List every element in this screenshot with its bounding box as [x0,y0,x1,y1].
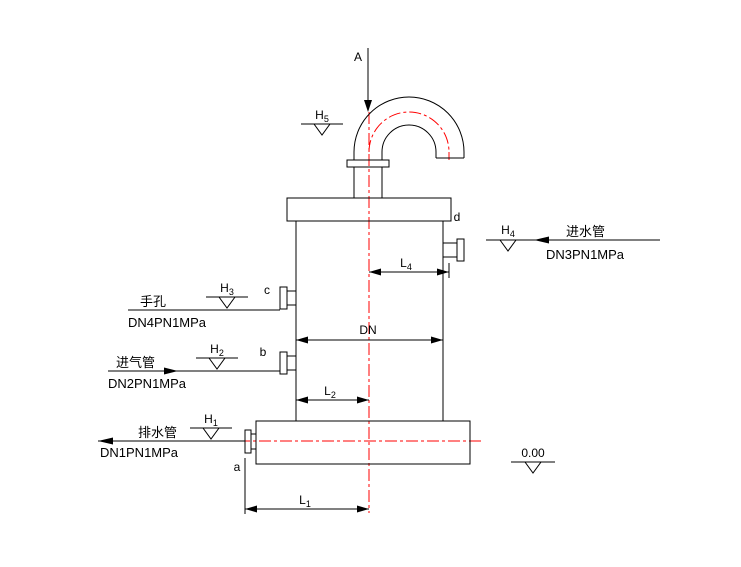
nozzle-b-flange [279,351,288,375]
dimension-arrow-icon [357,396,369,404]
nozzle-a-tag: a [234,460,241,474]
nozzle-c-flange [279,286,288,310]
flow-arrow-label: A [354,50,362,64]
nozzle-b-tag: b [260,345,267,359]
flow-arrow-a: A [354,48,372,112]
nozzle-b: b [260,345,296,375]
gooseneck-centerline-arc [368,111,450,153]
neck-flange [346,159,390,168]
dimension-dn: DN [296,323,443,344]
drain-name: 排水管 [138,425,177,440]
handhole-spec: DN4PN1MPa [128,315,207,330]
flow-arrowhead-icon [364,100,372,112]
tank-base [255,420,471,465]
level-h3-label: H3 [220,281,234,297]
riser-neck [346,159,390,198]
level-mark-h5: H5 [301,108,343,136]
level-mark-h4: H4 [499,223,517,252]
nozzles: d c b a [234,210,465,474]
connection-inlet-water: 进水管 DN3PN1MPa [486,224,660,262]
level-triangle-icon [202,427,220,440]
air-inlet-spec: DN2PN1MPa [108,376,187,391]
dimension-arrow-icon [245,505,257,513]
level-triangle-icon [524,461,542,474]
level-h2-label: H2 [210,342,224,358]
gooseneck-pipe [353,96,465,160]
level-triangle-icon [218,296,236,309]
ground-level-label: 0.00 [521,446,545,460]
level-mark-h1: H1 [190,412,232,440]
tank-shell [295,221,444,421]
dimension-l1: L1 [244,458,369,514]
connection-leaders: 进水管 DN3PN1MPa 手孔 DN4PN1MPa 进气管 DN2PN1MPa… [98,224,660,460]
dimension-arrow-icon [357,505,369,513]
connection-drain: 排水管 DN1PN1MPa [98,425,245,460]
centerlines [238,111,482,513]
inlet-water-name: 进水管 [566,224,605,239]
flow-direction-arrow-icon [534,236,549,244]
level-mark-h2: H2 [196,342,238,370]
flow-direction-arrow-icon [164,367,178,375]
drain-spec: DN1PN1MPa [100,445,179,460]
nozzle-c-tag: c [264,283,270,297]
dimension-arrow-icon [296,396,308,404]
dimension-l2: L2 [296,384,369,404]
tank-top-cover [286,197,452,222]
level-h5-label: H5 [315,108,329,124]
level-mark-h3: H3 [206,281,248,309]
inlet-water-spec: DN3PN1MPa [546,247,625,262]
flow-direction-arrow-icon [98,437,113,445]
dimensions: L4 DN L2 L1 [244,256,450,514]
gooseneck-outer-arc [353,96,465,153]
dimension-l2-label: L2 [324,384,336,400]
level-marks: H5 H4 H3 H2 H1 0.00 [190,108,555,474]
dimension-l4-label: L4 [400,256,412,272]
level-h4-label: H4 [501,223,515,239]
level-triangle-icon [313,123,331,136]
connection-air-inlet: 进气管 DN2PN1MPa [108,355,280,391]
dimension-l4: L4 [369,256,450,278]
vessel [255,96,471,465]
level-triangle-icon [208,357,226,370]
nozzle-d: d [443,210,465,262]
level-triangle-icon [499,239,517,252]
connection-handhole: 手孔 DN4PN1MPa [128,294,280,330]
dimension-dn-label: DN [359,323,376,337]
dimension-arrow-icon [296,336,308,344]
nozzle-d-tag: d [454,210,461,224]
level-h1-label: H1 [204,412,218,428]
dimension-arrow-icon [431,336,443,344]
nozzle-d-flange [456,238,465,262]
dimension-l1-label: L1 [299,493,311,509]
ground-level-mark: 0.00 [511,446,555,474]
handhole-name: 手孔 [140,294,166,309]
air-inlet-name: 进气管 [116,355,155,370]
dimension-arrow-icon [437,268,449,276]
nozzle-c: c [264,283,296,310]
dimension-arrow-icon [369,268,381,276]
gooseneck-inner-arc [381,124,437,153]
